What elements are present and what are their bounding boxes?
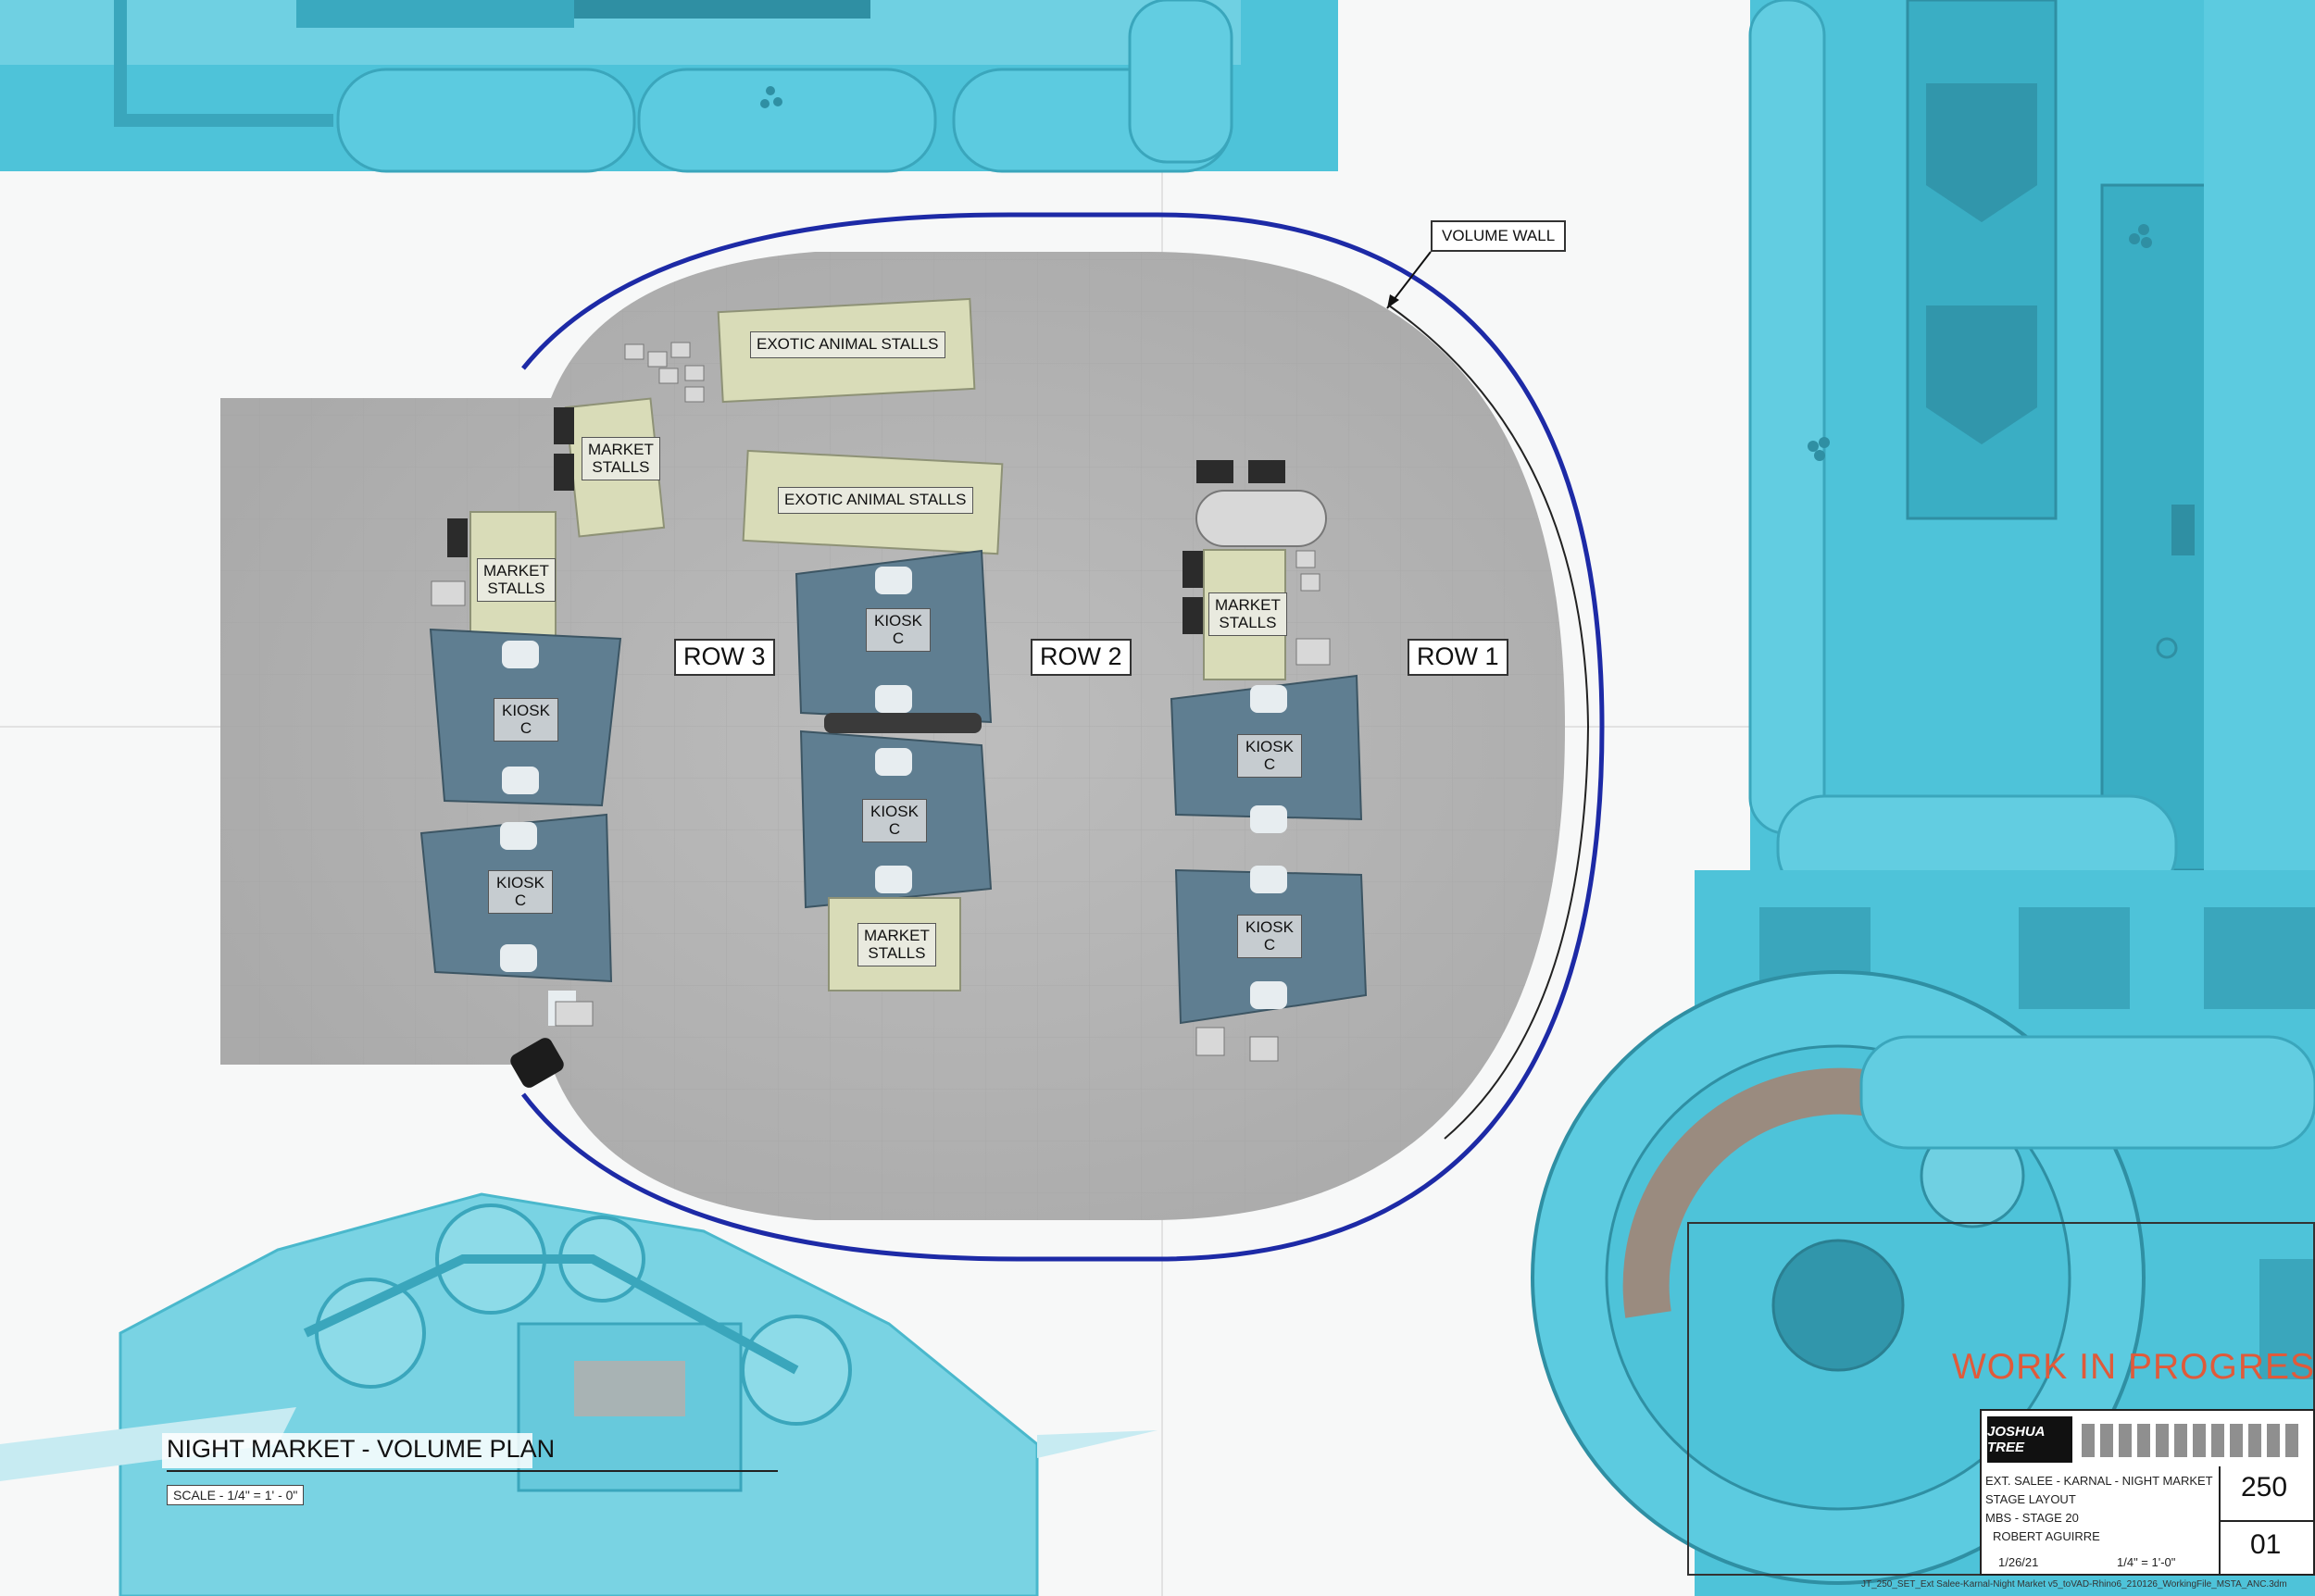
- row-1-label: ROW 1: [1408, 639, 1508, 676]
- set-structure-right: [1748, 0, 2315, 926]
- kiosk-label-row-1-lower: KIOSK C: [1237, 915, 1302, 959]
- title-block: JOSHUA TREE EXT. SALEE - KARNAL - NIGHT …: [1980, 1409, 2315, 1576]
- sheet-sub-number: 01: [2250, 1529, 2282, 1560]
- sheet-date: 1/26/21: [1998, 1555, 2039, 1569]
- exotic-animal-stalls-label-top: EXOTIC ANIMAL STALLS: [750, 331, 945, 358]
- plan-title-underline: [167, 1470, 778, 1472]
- volume-wall: [521, 212, 1605, 1262]
- exotic-animal-stalls-label-row-2: EXOTIC ANIMAL STALLS: [778, 487, 973, 514]
- joshua-tree-logo: JOSHUA TREE: [1987, 1416, 2072, 1463]
- sheet-number: 250: [2241, 1472, 2288, 1502]
- row-3-label: ROW 3: [674, 639, 775, 676]
- volume-wall-callout: VOLUME WALL: [1431, 220, 1567, 252]
- kiosk-label-row-2-lower: KIOSK C: [862, 799, 927, 843]
- set-machinery-bottom-left: [0, 1192, 1158, 1596]
- plan-title-backing: [162, 1433, 532, 1468]
- kiosk-label-row-3-lower: KIOSK C: [488, 870, 553, 915]
- market-stalls-label-row-3-upper: MARKET STALLS: [582, 437, 660, 481]
- market-stalls-label-row-3-lower: MARKET STALLS: [477, 558, 556, 603]
- kiosk-label-row-1-upper: KIOSK C: [1237, 734, 1302, 779]
- stage-floor: [220, 252, 1565, 1220]
- set-structure-top-left: [0, 0, 1338, 173]
- market-stalls-label-row-1: MARKET STALLS: [1208, 592, 1287, 637]
- sheet-scale: 1/4" = 1'-0": [2117, 1555, 2176, 1569]
- stage-name: MBS - STAGE 20: [1985, 1511, 2079, 1525]
- work-in-progress-stamp: WORK IN PROGRESS: [1952, 1347, 2315, 1387]
- designer-name: ROBERT AGUIRRE: [1993, 1529, 2100, 1543]
- market-stalls-label-row-2: MARKET STALLS: [857, 923, 936, 967]
- sheet-description: STAGE LAYOUT: [1985, 1492, 2076, 1506]
- plan-title: NIGHT MARKET - VOLUME PLAN: [167, 1435, 556, 1463]
- kiosk-label-row-2-upper: KIOSK C: [866, 608, 931, 653]
- row-2-label: ROW 2: [1031, 639, 1132, 676]
- title-block-divider-h: [2219, 1520, 2315, 1522]
- kiosk-label-row-3-upper: KIOSK C: [494, 698, 558, 742]
- title-block-redacted-fields: [2082, 1424, 2304, 1457]
- callout-arrowhead: [1387, 294, 1399, 308]
- plan-scale: SCALE - 1/4" = 1' - 0": [167, 1485, 305, 1505]
- project-name: EXT. SALEE - KARNAL - NIGHT MARKET: [1985, 1474, 2213, 1488]
- file-path-footer: JT_250_SET_Ext Salee-Karnal-Night Market…: [1861, 1579, 2287, 1590]
- volume-wall-rail: [1388, 305, 1590, 1140]
